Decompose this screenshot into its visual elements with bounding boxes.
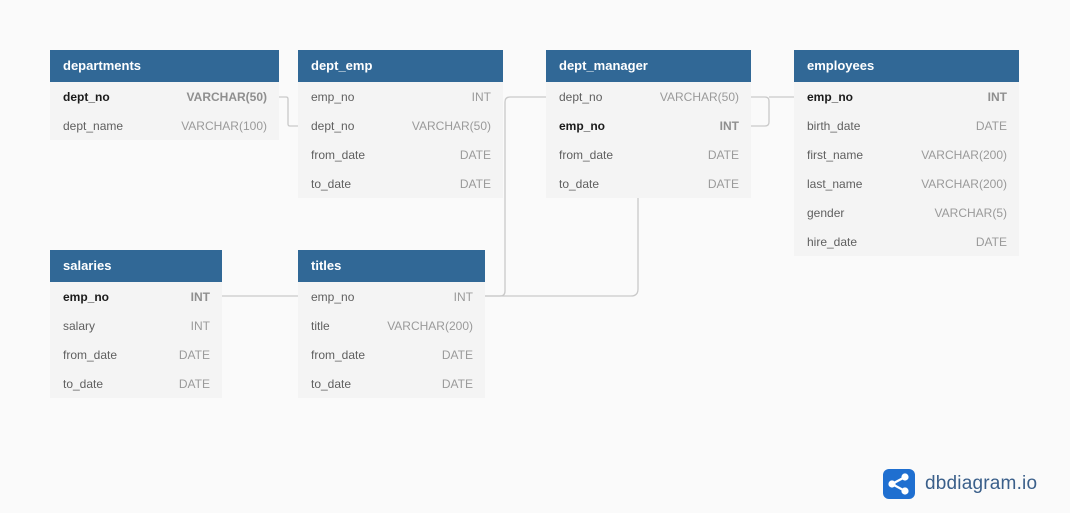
table-field-row[interactable]: salary INT bbox=[50, 311, 222, 340]
field-type: DATE bbox=[707, 147, 739, 162]
table-field-row[interactable]: from_date DATE bbox=[298, 340, 485, 369]
field-name: first_name bbox=[807, 147, 864, 162]
field-type: VARCHAR(100) bbox=[181, 118, 267, 133]
field-type: DATE bbox=[441, 347, 473, 362]
table-field-row[interactable]: from_date DATE bbox=[298, 140, 503, 169]
brand-name: dbdiagram.io bbox=[925, 473, 1038, 494]
field-name: emp_no bbox=[311, 89, 355, 104]
field-type: VARCHAR(50) bbox=[659, 89, 739, 104]
field-name: emp_no bbox=[559, 118, 606, 133]
field-name: to_date bbox=[559, 176, 600, 191]
link-dept_manager-employees bbox=[751, 96, 770, 127]
table-header[interactable]: departments bbox=[50, 50, 279, 82]
table-field-row[interactable]: dept_no VARCHAR(50) bbox=[298, 111, 503, 140]
field-type: INT bbox=[190, 318, 210, 333]
table-field-row[interactable]: emp_no INT bbox=[546, 111, 751, 140]
field-type: VARCHAR(50) bbox=[411, 118, 491, 133]
field-type: INT bbox=[719, 118, 739, 133]
field-type: VARCHAR(200) bbox=[387, 318, 473, 333]
table-header[interactable]: employees bbox=[794, 50, 1019, 82]
table-field-row[interactable]: dept_no VARCHAR(50) bbox=[546, 82, 751, 111]
field-name: dept_no bbox=[63, 89, 110, 104]
field-type: VARCHAR(200) bbox=[921, 147, 1007, 162]
field-name: emp_no bbox=[311, 289, 355, 304]
field-type: DATE bbox=[707, 176, 739, 191]
table-field-row[interactable]: emp_no INT bbox=[298, 282, 485, 311]
field-name: last_name bbox=[807, 176, 863, 191]
field-type: INT bbox=[190, 289, 210, 304]
table-field-row[interactable]: first_name VARCHAR(200) bbox=[794, 140, 1019, 169]
table-field-row[interactable]: to_date DATE bbox=[50, 369, 222, 398]
field-type: VARCHAR(200) bbox=[921, 176, 1007, 191]
table-departments[interactable]: departments dept_no VARCHAR(50) dept_name V… bbox=[50, 50, 279, 140]
table-field-row[interactable]: title VARCHAR(200) bbox=[298, 311, 485, 340]
table-field-row[interactable]: birth_date DATE bbox=[794, 111, 1019, 140]
field-name: to_date bbox=[311, 176, 352, 191]
table-field-row[interactable]: dept_name VARCHAR(100) bbox=[50, 111, 279, 140]
field-name: from_date bbox=[311, 147, 366, 162]
field-type: DATE bbox=[975, 234, 1007, 249]
field-name: emp_no bbox=[807, 89, 854, 104]
field-name: dept_name bbox=[63, 118, 124, 133]
link-titles-dept_manager-bottom bbox=[485, 198, 639, 297]
field-type: INT bbox=[987, 89, 1007, 104]
field-name: gender bbox=[807, 205, 845, 220]
table-field-row[interactable]: last_name VARCHAR(200) bbox=[794, 169, 1019, 198]
table-titles[interactable]: titles emp_no INT title VARCHAR(200) from_da… bbox=[298, 250, 485, 398]
table-field-row[interactable]: to_date DATE bbox=[298, 169, 503, 198]
field-name: from_date bbox=[63, 347, 118, 362]
field-type: DATE bbox=[459, 176, 491, 191]
field-type: VARCHAR(50) bbox=[186, 89, 267, 104]
field-type: DATE bbox=[178, 347, 210, 362]
field-type: DATE bbox=[441, 376, 473, 391]
dbdiagram-brand[interactable]: dbdiagram.io bbox=[883, 469, 1037, 499]
table-header[interactable]: salaries bbox=[50, 250, 222, 282]
link-departments-dept_emp bbox=[279, 96, 298, 127]
table-field-row[interactable]: emp_no INT bbox=[298, 82, 503, 111]
table-field-row[interactable]: emp_no INT bbox=[794, 82, 1019, 111]
share-nodes-icon bbox=[883, 469, 915, 499]
field-name: emp_no bbox=[63, 289, 110, 304]
table-field-row[interactable]: to_date DATE bbox=[546, 169, 751, 198]
field-name: birth_date bbox=[807, 118, 861, 133]
table-field-row[interactable]: to_date DATE bbox=[298, 369, 485, 398]
field-name: salary bbox=[63, 318, 96, 333]
field-type: DATE bbox=[178, 376, 210, 391]
field-name: dept_no bbox=[559, 89, 603, 104]
field-name: to_date bbox=[63, 376, 104, 391]
table-header[interactable]: dept_manager bbox=[546, 50, 751, 82]
table-field-row[interactable]: from_date DATE bbox=[50, 340, 222, 369]
table-header[interactable]: titles bbox=[298, 250, 485, 282]
field-type: VARCHAR(5) bbox=[934, 205, 1007, 220]
table-rows: dept_no VARCHAR(50) dept_name VARCHAR(100) bbox=[50, 82, 279, 140]
field-name: to_date bbox=[311, 376, 352, 391]
table-field-row[interactable]: emp_no INT bbox=[50, 282, 222, 311]
table-field-row[interactable]: hire_date DATE bbox=[794, 227, 1019, 256]
field-name: from_date bbox=[559, 147, 614, 162]
field-name: from_date bbox=[311, 347, 366, 362]
field-name: title bbox=[311, 318, 330, 333]
table-header[interactable]: dept_emp bbox=[298, 50, 503, 82]
field-type: INT bbox=[453, 289, 473, 304]
table-field-row[interactable]: dept_no VARCHAR(50) bbox=[50, 82, 279, 111]
field-type: DATE bbox=[975, 118, 1007, 133]
field-name: hire_date bbox=[807, 234, 858, 249]
table-dept-emp[interactable]: dept_emp emp_no INT dept_no VARCHAR(50) from… bbox=[298, 50, 503, 198]
table-dept-manager[interactable]: dept_manager dept_no VARCHAR(50) emp_no INT… bbox=[546, 50, 751, 198]
field-name: dept_no bbox=[311, 118, 355, 133]
table-field-row[interactable]: from_date DATE bbox=[546, 140, 751, 169]
table-field-row[interactable]: gender VARCHAR(5) bbox=[794, 198, 1019, 227]
field-type: INT bbox=[471, 89, 491, 104]
field-type: DATE bbox=[459, 147, 491, 162]
